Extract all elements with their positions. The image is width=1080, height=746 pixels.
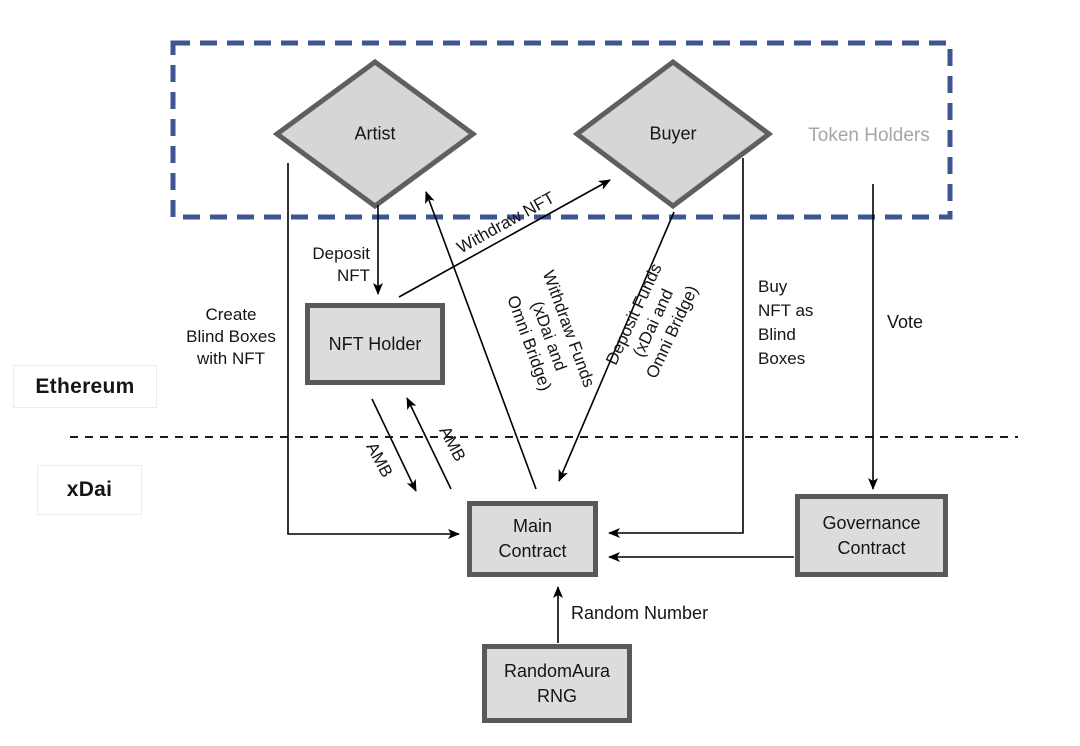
governance-contract-node: Governance Contract [795,494,948,577]
governance-contract-node-label: Governance Contract [822,512,921,558]
random-number-edge-label: Random Number [571,603,709,623]
deposit-nft-edge-label: Deposit NFT [312,244,370,285]
token-holders-region-border [170,40,953,220]
nft-holder-node: NFT Holder [305,303,445,385]
vote-edge-label: Vote [887,312,924,332]
create-blind-boxes-edge-label: Create Blind Boxes with NFT [186,305,276,368]
token-holders-group-label: Token Holders [808,125,930,146]
buyer-diamond [572,58,774,210]
randomaura-rng-node: RandomAura RNG [482,644,632,723]
main-contract-node-label: Main Contract [498,516,567,561]
buyer-node-label: Buyer [649,123,697,144]
edge-withdraw-nft-arrow [398,179,611,298]
xdai-chain-label: xDai [37,465,142,515]
artist-diamond [272,58,478,210]
edge-amb-to-main-arrow [371,398,417,492]
buy-nft-edge-label: Buy NFT as Blind Boxes [758,277,814,368]
edge-deposit-funds-arrow [558,211,675,482]
edge-amb-to-holder-arrow [406,397,452,490]
nft-holder-node-label: NFT Holder [328,333,422,354]
randomaura-rng-node-label: RandomAura RNG [503,660,611,706]
edge-withdraw-funds-arrow [425,191,537,490]
edge-buy-nft-arrow [608,158,744,538]
edge-create-blind-boxes-arrow [287,163,460,539]
artist-node-label: Artist [354,123,396,144]
main-contract-node: Main Contract [467,501,598,577]
ethereum-chain-label: Ethereum [13,365,157,408]
